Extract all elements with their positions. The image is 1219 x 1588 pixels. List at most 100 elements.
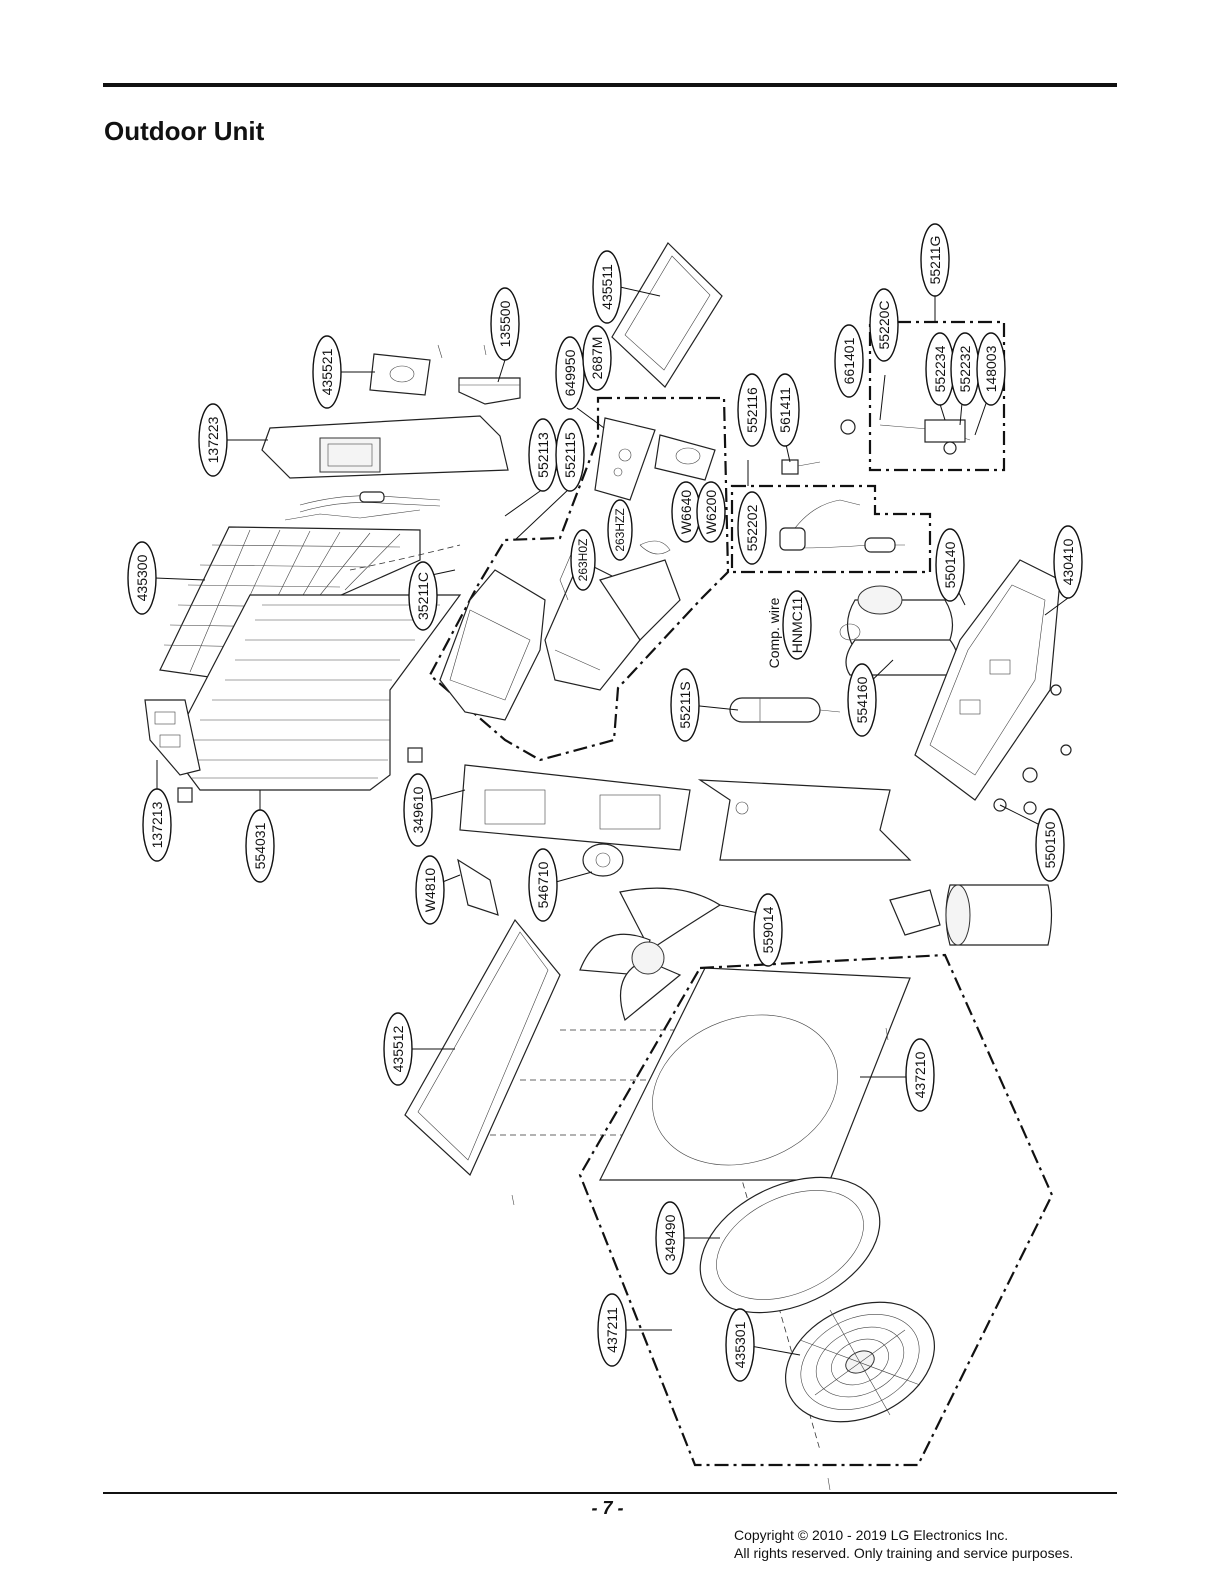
- side-panel-drawing: [144, 699, 201, 776]
- motor-bracket-drawing: [457, 858, 499, 916]
- sensor-drawing: [781, 459, 821, 475]
- part-label-552202: 552202: [737, 491, 767, 565]
- orifice-ring-drawing: [699, 1176, 881, 1314]
- wire-drawing: [639, 540, 671, 555]
- svg-text:437210: 437210: [912, 1051, 928, 1098]
- part-label-435300: 435300: [127, 541, 157, 615]
- screws-drawing: [437, 344, 889, 1491]
- svg-text:137223: 137223: [205, 416, 221, 463]
- part-label-435521: 435521: [312, 335, 342, 409]
- bracket-drawing: [458, 377, 521, 405]
- valve-assembly-boundary: [730, 484, 932, 574]
- part-label-430410: 430410: [1053, 525, 1083, 599]
- page-title: Outdoor Unit: [104, 116, 265, 146]
- part-label-550140: 550140: [935, 528, 965, 602]
- part-label-263HZZ: 263HZZ: [607, 499, 633, 561]
- rights-line: All rights reserved. Only training and s…: [734, 1545, 1074, 1561]
- svg-text:435521: 435521: [319, 348, 335, 395]
- front-side-panel-drawing: [404, 918, 561, 1177]
- svg-text:561411: 561411: [777, 387, 793, 433]
- svg-text:435512: 435512: [390, 1025, 406, 1072]
- svg-text:349490: 349490: [662, 1214, 678, 1261]
- part-label-649950: 649950: [555, 336, 585, 410]
- svg-text:148003: 148003: [983, 345, 999, 392]
- service-valve-drawing: [840, 419, 971, 455]
- svg-text:552113: 552113: [535, 432, 551, 478]
- part-label-135500: 135500: [490, 287, 520, 361]
- fitting-drawing: [1023, 801, 1037, 815]
- svg-text:435300: 435300: [134, 554, 150, 601]
- svg-text:552234: 552234: [932, 345, 948, 392]
- svg-text:546710: 546710: [535, 861, 551, 908]
- compressor-cover-drawing: [889, 884, 1053, 946]
- part-label-349610: 349610: [403, 773, 433, 847]
- part-label-55220C: 55220C: [869, 288, 899, 362]
- part-label-55211G: 55211G: [920, 223, 950, 297]
- base-pan-drawing: [914, 559, 1061, 801]
- front-assembly-boundary: [578, 953, 1054, 1467]
- compressor-wire-label: Comp. wire: [766, 597, 782, 668]
- motor-mount-drawing: [459, 764, 691, 851]
- top-plate-drawing: [261, 415, 509, 479]
- part-label-554160: 554160: [847, 663, 877, 737]
- part-label-435511: 435511: [592, 250, 622, 324]
- four-way-valve-drawing: [779, 499, 905, 553]
- svg-text:550150: 550150: [1042, 821, 1058, 868]
- svg-text:430410: 430410: [1060, 538, 1076, 585]
- part-label-552113: 552113: [528, 418, 558, 492]
- partition-panel-drawing: [697, 779, 912, 861]
- svg-text:435511: 435511: [599, 264, 615, 310]
- part-label-263H0Z: 263H0Z: [570, 529, 596, 591]
- page-number: - 7 -: [591, 1498, 624, 1518]
- fitting-drawing: [1060, 744, 1072, 756]
- part-label-2687M: 2687M: [582, 325, 612, 391]
- top-cover-drawing: [611, 242, 723, 388]
- part-label-437211: 437211: [597, 1293, 627, 1367]
- svg-text:55211G: 55211G: [927, 236, 943, 285]
- svg-text:35211C: 35211C: [415, 572, 431, 620]
- svg-text:135500: 135500: [497, 300, 513, 347]
- svg-text:437211: 437211: [604, 1307, 620, 1353]
- svg-text:55211S: 55211S: [677, 681, 693, 728]
- control-box-boundary: [428, 396, 730, 762]
- part-label-552232: 552232: [950, 332, 980, 406]
- part-label-349490: 349490: [655, 1201, 685, 1275]
- part-label-550150: 550150: [1035, 808, 1065, 882]
- fan-grille-drawing: [784, 1301, 936, 1423]
- svg-text:552232: 552232: [957, 345, 973, 392]
- part-label-552116: 552116: [737, 373, 767, 447]
- clip-drawing: [407, 747, 423, 763]
- handle-cover-drawing: [369, 353, 431, 396]
- part-label-148003: 148003: [976, 332, 1006, 406]
- svg-text:Comp. wire: Comp. wire: [766, 597, 782, 668]
- copyright-notice: Copyright © 2010 - 2019 LG Electronics I…: [734, 1526, 1073, 1562]
- accumulator-drawing: [729, 697, 841, 723]
- part-label-559014: 559014: [753, 893, 783, 967]
- svg-text:263H0Z: 263H0Z: [576, 539, 590, 582]
- part-label-661401: 661401: [834, 324, 864, 398]
- bottom-rule: [103, 1492, 1117, 1494]
- top-rule: [103, 83, 1117, 87]
- svg-text:552116: 552116: [744, 387, 760, 433]
- part-label-W6200: W6200: [696, 481, 726, 543]
- svg-text:HNMC11: HNMC11: [789, 597, 805, 654]
- part-label-561411: 561411: [770, 373, 800, 447]
- svg-text:550140: 550140: [942, 541, 958, 588]
- part-label-437210: 437210: [905, 1038, 935, 1112]
- svg-text:661401: 661401: [841, 337, 857, 384]
- fan-motor-drawing: [582, 843, 624, 877]
- svg-text:137213: 137213: [149, 801, 165, 848]
- svg-text:649950: 649950: [562, 349, 578, 396]
- part-label-435512: 435512: [383, 1012, 413, 1086]
- svg-text:554031: 554031: [252, 822, 268, 869]
- part-label-35211C: 35211C: [408, 561, 438, 631]
- svg-text:55220C: 55220C: [876, 300, 892, 349]
- propeller-fan-drawing: [579, 887, 722, 1022]
- svg-text:263HZZ: 263HZZ: [613, 508, 627, 551]
- svg-text:W4810: W4810: [422, 868, 438, 913]
- part-label-HNMC11: HNMC11: [782, 590, 812, 660]
- valve-group-boundary: [868, 320, 1006, 472]
- svg-text:559014: 559014: [760, 906, 776, 953]
- part-label-435301: 435301: [725, 1308, 755, 1382]
- part-label-137213: 137213: [142, 788, 172, 862]
